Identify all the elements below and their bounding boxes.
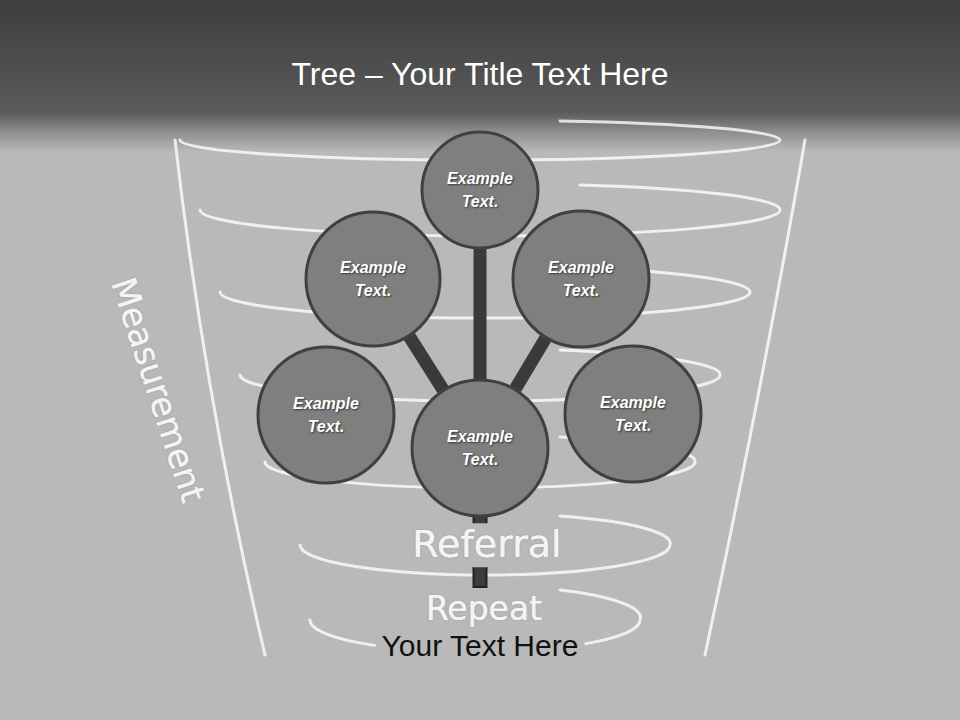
node-label: Example Text. <box>588 391 678 437</box>
caption-text: Your Text Here <box>376 629 585 663</box>
tree-branch <box>474 249 487 379</box>
circle-shape <box>422 132 538 248</box>
spiral-ring <box>300 516 670 575</box>
circle-outline <box>256 345 396 485</box>
text-holder: Example Text. <box>304 210 442 348</box>
circle-outline <box>511 209 651 349</box>
node-label: Example Text. <box>281 392 371 438</box>
chalk-word: Measurement <box>101 267 214 512</box>
tree-circle: Example Text. <box>511 209 651 349</box>
tree-circle: Example Text. <box>563 344 703 484</box>
funnel-side <box>705 140 805 655</box>
node-label: Example Text. <box>435 425 525 471</box>
tree-circle: Example Text. <box>420 130 540 250</box>
funnel-side <box>175 140 265 655</box>
circle-shape <box>306 212 440 346</box>
chalk-word: Referral <box>406 523 567 567</box>
text-holder: Example Text. <box>420 130 540 250</box>
text-holder: Example Text. <box>511 209 651 349</box>
tree-circle: Example Text. <box>410 378 550 518</box>
chalk-word: Repeat <box>420 590 548 628</box>
node-label: Example Text. <box>536 256 626 302</box>
node-label: Example Text. <box>328 256 418 302</box>
circle-outline <box>410 378 550 518</box>
circle-shape <box>565 346 701 482</box>
circle-shape <box>513 211 649 347</box>
circle-outline <box>304 210 442 348</box>
text-holder: Example Text. <box>563 344 703 484</box>
tree-circle: Example Text. <box>256 345 396 485</box>
slide-title: Tree – Your Title Text Here <box>0 50 960 98</box>
tree-branch <box>515 338 545 389</box>
text-holder: Example Text. <box>410 378 550 518</box>
circle-outline <box>563 344 703 484</box>
node-label: Example Text. <box>435 167 525 213</box>
circle-outline <box>420 130 540 250</box>
circle-shape <box>258 347 394 483</box>
circle-shape <box>412 380 548 516</box>
tree-circle: Example Text. <box>304 210 442 348</box>
text-holder: Example Text. <box>256 345 396 485</box>
tree-branch <box>409 336 443 389</box>
